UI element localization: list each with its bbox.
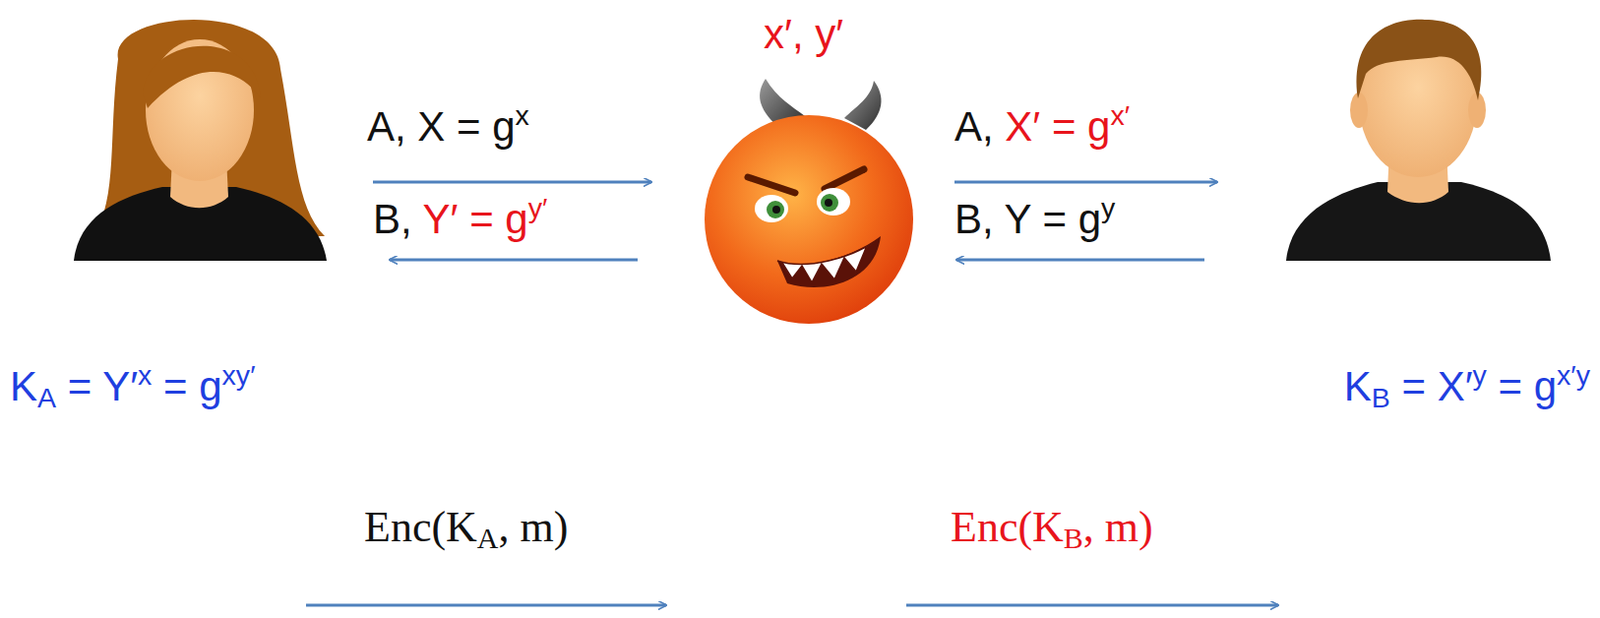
subscript: B — [1371, 381, 1391, 414]
text-run: B, Y = g — [954, 195, 1102, 243]
devil-figure — [704, 78, 914, 324]
text-run: Y′ = g — [423, 195, 529, 243]
superscript: xy′ — [222, 359, 256, 391]
text-run: K — [1344, 363, 1372, 410]
key-alice: KA = Y′x = gxy′ — [9, 362, 255, 412]
message-arrows — [306, 182, 1279, 606]
text-run: x′, y′ — [763, 10, 844, 58]
text-run: B, — [372, 195, 424, 243]
subscript: B — [1063, 521, 1084, 554]
subscript: A — [477, 521, 499, 554]
superscript: x — [137, 359, 152, 391]
text-run: Enc(K — [950, 502, 1064, 552]
ciphertext-label: Enc(KB, m) — [950, 501, 1154, 554]
message-label: B, Y = gy — [954, 194, 1115, 245]
superscript: y — [1473, 359, 1487, 391]
arrow — [389, 258, 638, 262]
text-run: K — [9, 363, 38, 410]
text-run: = g — [1486, 363, 1557, 410]
text-run: Enc(K — [364, 502, 478, 552]
superscript: x — [515, 99, 530, 131]
ciphertext-label: Enc(KA, m) — [364, 501, 568, 554]
arrow — [372, 181, 652, 185]
superscript: x′y — [1556, 359, 1591, 391]
alice-figure — [73, 19, 327, 261]
subscript: A — [37, 381, 57, 414]
secret-exponents: x′, y′ — [763, 9, 844, 60]
arrow — [956, 258, 1205, 262]
text-run: , m) — [497, 502, 568, 552]
message-label: A, X′ = gx′ — [954, 102, 1130, 152]
arrow — [954, 181, 1218, 185]
bob-figure — [1286, 19, 1551, 261]
text-run: = g — [151, 363, 222, 410]
text-run: A, X = g — [367, 103, 516, 150]
superscript: y — [1101, 191, 1115, 224]
key-bob: KB = X′y = gx′y — [1344, 362, 1591, 412]
text-run: , m) — [1083, 502, 1154, 552]
text-run: X′ = g — [1004, 103, 1110, 150]
arrow — [906, 604, 1279, 608]
arrow — [306, 604, 667, 608]
text-run: = X′ — [1390, 363, 1474, 410]
superscript: y′ — [528, 191, 549, 224]
superscript: x′ — [1109, 99, 1130, 131]
text-run: = Y′ — [56, 363, 138, 410]
message-label: A, X = gx — [367, 102, 530, 152]
text-run: A, — [954, 103, 1005, 150]
message-label: B, Y′ = gy′ — [372, 194, 548, 245]
